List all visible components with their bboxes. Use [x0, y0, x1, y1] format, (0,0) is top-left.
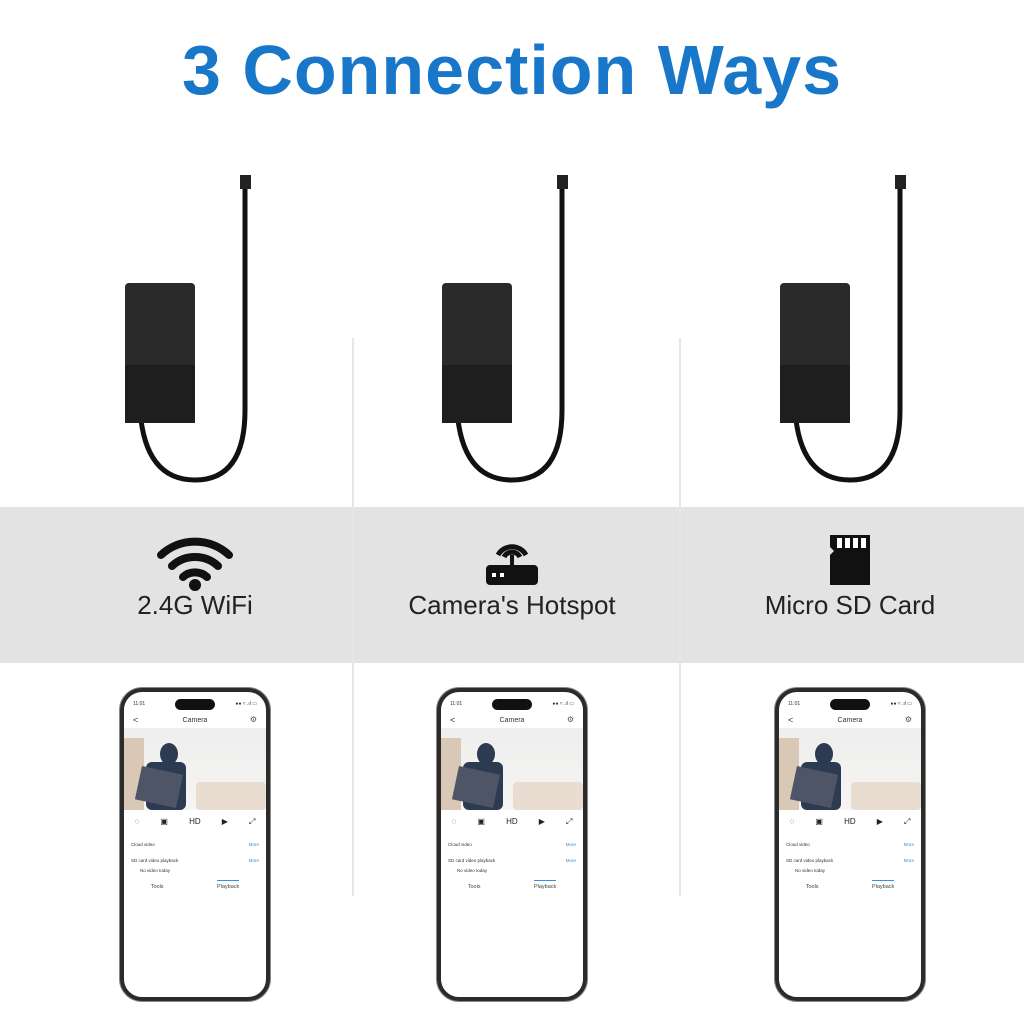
control-0[interactable]: ◌: [134, 817, 140, 826]
dynamic-island: [830, 699, 870, 710]
control-bar: ◌ ▣ HD ▶ ⤢: [779, 817, 921, 827]
connection-column: 2.4G WiFi 11:01 ●● ≈ .ıl ▭ < Camera ⚙ ◌ ▣…: [30, 0, 360, 1024]
tab-playback[interactable]: Playback: [216, 880, 240, 890]
sd-playback-row[interactable]: SD card video playback More: [448, 858, 576, 863]
control-1[interactable]: ▣: [160, 817, 168, 826]
tab-bar: Tools Playback: [441, 880, 583, 890]
status-time: 11:01: [788, 701, 801, 707]
connection-label: Camera's Hotspot: [408, 590, 616, 620]
cloud-video-label: Cloud video: [448, 842, 472, 847]
camera-device-image: [105, 175, 285, 495]
control-2[interactable]: HD: [506, 817, 518, 826]
tab-tools[interactable]: Tools: [467, 884, 481, 890]
connection-column: Camera's Hotspot 11:01 ●● ≈ .ıl ▭ < Came…: [347, 0, 677, 1024]
more-link[interactable]: More: [248, 842, 259, 847]
control-4[interactable]: ⤢: [904, 817, 911, 826]
no-video-text: No video today: [457, 868, 488, 873]
router-icon: [484, 533, 540, 592]
control-1[interactable]: ▣: [477, 817, 485, 826]
sd-playback-label: SD card video playback: [448, 858, 496, 863]
gear-icon[interactable]: ⚙: [904, 715, 912, 724]
tab-bar: Tools Playback: [124, 880, 266, 890]
divider: [352, 338, 354, 896]
control-4[interactable]: ⤢: [566, 817, 573, 826]
sd-playback-row[interactable]: SD card video playback More: [131, 858, 259, 863]
connection-column: Micro SD Card 11:01 ●● ≈ .ıl ▭ < Camera …: [685, 0, 1015, 1024]
app-header: Camera: [182, 717, 208, 724]
more-link[interactable]: More: [565, 842, 576, 847]
control-bar: ◌ ▣ HD ▶ ⤢: [441, 817, 583, 827]
status-icons: ●● ≈ .ıl ▭: [552, 701, 574, 707]
gear-icon[interactable]: ⚙: [566, 715, 574, 724]
connection-label: Micro SD Card: [764, 590, 936, 620]
sd-card-icon: [828, 533, 872, 592]
cloud-video-label: Cloud video: [786, 842, 810, 847]
dynamic-island: [175, 699, 215, 710]
cloud-video-label: Cloud video: [131, 842, 155, 847]
tab-tools[interactable]: Tools: [150, 884, 164, 890]
tab-tools[interactable]: Tools: [805, 884, 819, 890]
divider: [679, 338, 681, 896]
phone-mockup: 11:01 ●● ≈ .ıl ▭ < Camera ⚙ ◌ ▣ HD ▶ ⤢ Cloud…: [437, 688, 587, 1001]
status-icons: ●● ≈ .ıl ▭: [890, 701, 912, 707]
no-video-row: No video today: [140, 868, 259, 873]
more-link[interactable]: More: [248, 858, 259, 863]
back-icon[interactable]: <: [788, 715, 794, 725]
control-2[interactable]: HD: [189, 817, 201, 826]
phone-mockup: 11:01 ●● ≈ .ıl ▭ < Camera ⚙ ◌ ▣ HD ▶ ⤢ Cloud…: [775, 688, 925, 1001]
sd-playback-row[interactable]: SD card video playback More: [786, 858, 914, 863]
more-link[interactable]: More: [903, 858, 914, 863]
camera-device-image: [760, 175, 940, 495]
camera-device-image: [422, 175, 602, 495]
cloud-video-row[interactable]: Cloud video More: [131, 842, 259, 847]
sd-playback-label: SD card video playback: [786, 858, 834, 863]
no-video-text: No video today: [795, 868, 826, 873]
cloud-video-row[interactable]: Cloud video More: [448, 842, 576, 847]
control-1[interactable]: ▣: [815, 817, 823, 826]
control-3[interactable]: ▶: [876, 817, 883, 826]
connection-label: 2.4G WiFi: [137, 590, 253, 620]
phone-mockup: 11:01 ●● ≈ .ıl ▭ < Camera ⚙ ◌ ▣ HD ▶ ⤢ Cloud…: [120, 688, 270, 1001]
status-time: 11:01: [450, 701, 463, 707]
app-header: Camera: [837, 717, 863, 724]
back-icon[interactable]: <: [450, 715, 456, 725]
sd-playback-label: SD card video playback: [131, 858, 179, 863]
tab-playback[interactable]: Playback: [533, 880, 557, 890]
gear-icon[interactable]: ⚙: [249, 715, 257, 724]
more-link[interactable]: More: [565, 858, 576, 863]
no-video-row: No video today: [457, 868, 576, 873]
video-feed: [441, 728, 583, 810]
status-icons: ●● ≈ .ıl ▭: [235, 701, 257, 707]
control-0[interactable]: ◌: [451, 817, 457, 826]
tab-playback[interactable]: Playback: [871, 880, 895, 890]
tab-bar: Tools Playback: [779, 880, 921, 890]
more-link[interactable]: More: [903, 842, 914, 847]
wifi-icon: [157, 533, 233, 596]
dynamic-island: [492, 699, 532, 710]
control-2[interactable]: HD: [844, 817, 856, 826]
control-0[interactable]: ◌: [789, 817, 795, 826]
video-feed: [779, 728, 921, 810]
control-bar: ◌ ▣ HD ▶ ⤢: [124, 817, 266, 827]
control-4[interactable]: ⤢: [249, 817, 256, 826]
control-3[interactable]: ▶: [221, 817, 228, 826]
no-video-text: No video today: [140, 868, 171, 873]
page-title: 3 Connection Ways: [181, 31, 843, 109]
video-feed: [124, 728, 266, 810]
status-time: 11:01: [133, 701, 146, 707]
cloud-video-row[interactable]: Cloud video More: [786, 842, 914, 847]
control-3[interactable]: ▶: [538, 817, 545, 826]
no-video-row: No video today: [795, 868, 914, 873]
app-header: Camera: [499, 717, 525, 724]
back-icon[interactable]: <: [133, 715, 139, 725]
